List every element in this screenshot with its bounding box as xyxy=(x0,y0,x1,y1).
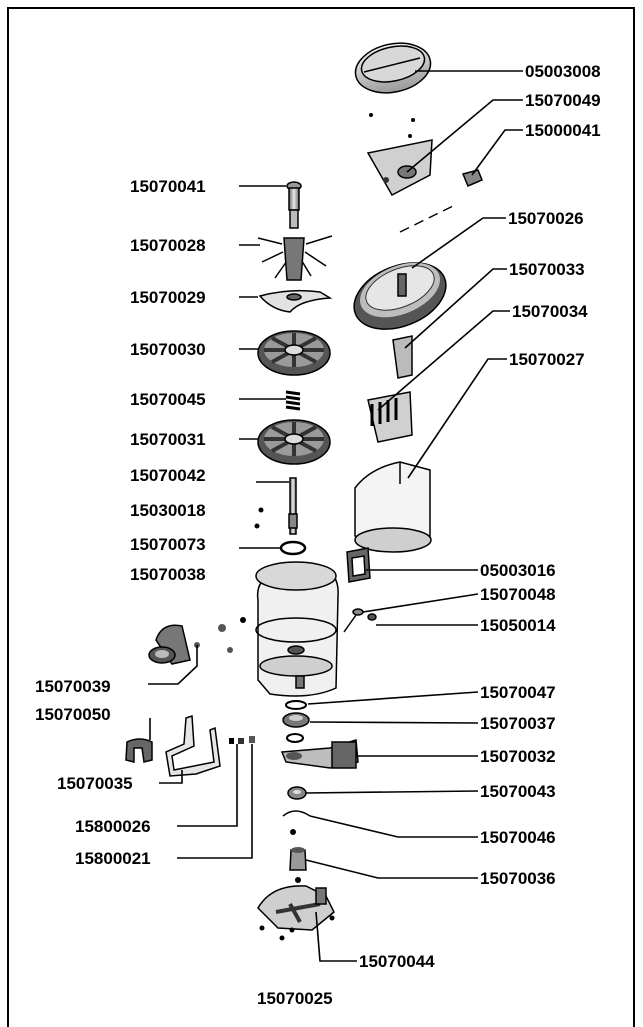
shaft-knob-part xyxy=(286,181,302,229)
label-15800021: 15800021 xyxy=(75,849,151,868)
bowl-lid-part xyxy=(353,262,447,330)
o-ring-part xyxy=(279,540,307,556)
label-15000041: 15000041 xyxy=(525,121,601,140)
label-05003016: 05003016 xyxy=(480,561,556,580)
lever-frame-part xyxy=(165,714,221,777)
coupling-part xyxy=(289,847,307,871)
label-15070049: 15070049 xyxy=(525,91,601,110)
label-15070031: 15070031 xyxy=(130,430,206,449)
small-ring-part xyxy=(285,700,307,710)
label-15070041: 15070041 xyxy=(130,177,206,196)
cover-plate-part xyxy=(366,139,433,197)
bearing-part xyxy=(287,786,307,800)
lid-part xyxy=(354,42,432,94)
label-15070035: 15070035 xyxy=(57,774,133,793)
label-05003008: 05003008 xyxy=(525,62,601,81)
label-15070036: 15070036 xyxy=(480,869,556,888)
bracket-part xyxy=(392,335,413,379)
label-15070047: 15070047 xyxy=(480,683,556,702)
disc-upper-part xyxy=(257,330,331,376)
label-15070032: 15070032 xyxy=(480,747,556,766)
bowl-sleeve-part xyxy=(354,461,432,553)
gasket-part xyxy=(346,547,371,583)
base-part xyxy=(257,885,335,931)
label-15070038: 15070038 xyxy=(130,565,206,584)
label-15070046: 15070046 xyxy=(480,828,556,847)
shaft-part xyxy=(288,477,298,535)
label-15070039: 15070039 xyxy=(35,677,111,696)
main-housing-part xyxy=(255,561,339,697)
label-15070048: 15070048 xyxy=(480,585,556,604)
spring-part xyxy=(285,390,301,411)
label-15070026: 15070026 xyxy=(508,209,584,228)
pin-parts xyxy=(229,736,255,744)
label-15070037: 15070037 xyxy=(480,714,556,733)
spout-part xyxy=(148,624,191,665)
bushing-part xyxy=(282,712,310,728)
label-15050014: 15050014 xyxy=(480,616,556,635)
label-15070028: 15070028 xyxy=(130,236,206,255)
label-15070027: 15070027 xyxy=(509,350,585,369)
clamp-part xyxy=(125,738,153,763)
screw-parts xyxy=(343,608,377,633)
assembly-label: 15070025 xyxy=(257,989,333,1008)
label-15070050: 15070050 xyxy=(35,705,111,724)
label-15070034: 15070034 xyxy=(512,302,588,321)
disc-lower-part xyxy=(257,419,331,465)
diagram-frame xyxy=(7,7,635,1027)
leader-lines xyxy=(148,70,523,962)
label-15800026: 15800026 xyxy=(75,817,151,836)
label-15070045: 15070045 xyxy=(130,390,206,409)
label-15030018: 15030018 xyxy=(130,501,206,520)
label-15070030: 15070030 xyxy=(130,340,206,359)
lever-part xyxy=(280,739,359,769)
label-15070044: 15070044 xyxy=(359,952,435,971)
label-15070033: 15070033 xyxy=(509,260,585,279)
blade-part xyxy=(258,289,333,313)
label-15070029: 15070029 xyxy=(130,288,206,307)
clip-part xyxy=(461,169,483,187)
label-15070073: 15070073 xyxy=(130,535,206,554)
label-15070042: 15070042 xyxy=(130,466,206,485)
label-15070043: 15070043 xyxy=(480,782,556,801)
paddle-wheel-part xyxy=(257,235,333,281)
spring-clip-part xyxy=(282,810,311,817)
